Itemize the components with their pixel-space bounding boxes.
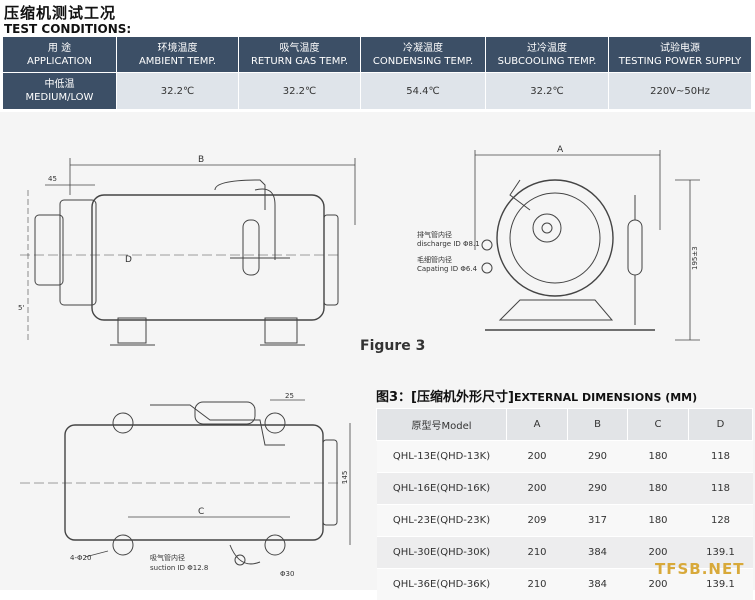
end-view-drawing [475, 150, 700, 340]
suction-label-cn: 吸气管内径 [150, 553, 185, 562]
discharge-label-en: discharge ID Φ8.1 [417, 240, 480, 248]
dim-label-25: 25 [285, 392, 294, 400]
holes-label: 4-Φ20 [70, 554, 91, 562]
cell-ambient-temp: 32.2℃ [117, 73, 239, 110]
dim-label-a: A [557, 145, 564, 155]
table-row: QHL-23E(QHD-23K) 209 317 180 128 [377, 505, 753, 537]
dim-label-45: 45 [48, 175, 57, 183]
page-title-en: TEST CONDITIONS: [4, 22, 131, 36]
cell-model: QHL-36E(QHD-36K) [377, 569, 507, 600]
dim-label-5: 5' [18, 304, 24, 312]
cell-d: 118 [689, 441, 753, 473]
dimensions-title: 图3：[压缩机外形尺寸]EXTERNAL DIMENSIONS (MM) [376, 386, 697, 405]
dim-label-c: C [198, 507, 204, 517]
top-view-drawing [20, 400, 350, 565]
cell-d: 118 [689, 473, 753, 505]
dims-header-d: D [689, 409, 753, 441]
cell-model: QHL-16E(QHD-16K) [377, 473, 507, 505]
cell-a: 200 [507, 473, 568, 505]
table-row: QHL-13E(QHD-13K) 200 290 180 118 [377, 441, 753, 473]
cell-c: 180 [628, 473, 689, 505]
cell-return-gas-temp: 32.2℃ [239, 73, 361, 110]
dim-label-d: D [125, 255, 132, 265]
cell-c: 180 [628, 505, 689, 537]
capating-label-cn: 毛细管内径 [417, 255, 452, 264]
cell-model: QHL-23E(QHD-23K) [377, 505, 507, 537]
cell-a: 210 [507, 569, 568, 600]
cell-b: 384 [568, 569, 628, 600]
cell-b: 290 [568, 441, 628, 473]
site-watermark: TFSB.NET [655, 560, 744, 578]
discharge-label-cn: 排气管内径 [417, 230, 452, 239]
side-view-drawing [20, 158, 355, 345]
dims-header-b: B [568, 409, 628, 441]
cell-c: 180 [628, 441, 689, 473]
capating-label-en: Capating ID Φ6.4 [417, 265, 478, 273]
cell-b: 317 [568, 505, 628, 537]
dim-label-195: 195±3 [691, 246, 699, 270]
cell-condensing-temp: 54.4℃ [361, 73, 486, 110]
cell-testing-power: 220V~50Hz [609, 73, 752, 110]
cell-model: QHL-30E(QHD-30K) [377, 537, 507, 569]
dims-header-row: 原型号Model A B C D [377, 409, 753, 441]
dims-header-model: 原型号Model [377, 409, 507, 441]
dimensions-title-en: EXTERNAL DIMENSIONS (MM) [514, 391, 697, 404]
table-row: QHL-16E(QHD-16K) 200 290 180 118 [377, 473, 753, 505]
cell-b: 290 [568, 473, 628, 505]
suction-label-en: suction ID Φ12.8 [150, 564, 208, 572]
dims-header-c: C [628, 409, 689, 441]
dim-label-145: 145 [341, 471, 349, 484]
cell-subcooling-temp: 32.2℃ [486, 73, 609, 110]
dim-label-30: Φ30 [280, 570, 294, 578]
dimensions-title-cn: 图3：[压缩机外形尺寸] [376, 390, 514, 405]
cell-model: QHL-13E(QHD-13K) [377, 441, 507, 473]
figure-label: Figure 3 [360, 338, 425, 354]
cell-a: 210 [507, 537, 568, 569]
cell-b: 384 [568, 537, 628, 569]
dims-header-a: A [507, 409, 568, 441]
cell-d: 128 [689, 505, 753, 537]
cell-a: 209 [507, 505, 568, 537]
dim-label-b: B [198, 155, 204, 165]
cell-a: 200 [507, 441, 568, 473]
page-title-cn: 压缩机测试工况 [4, 2, 116, 23]
